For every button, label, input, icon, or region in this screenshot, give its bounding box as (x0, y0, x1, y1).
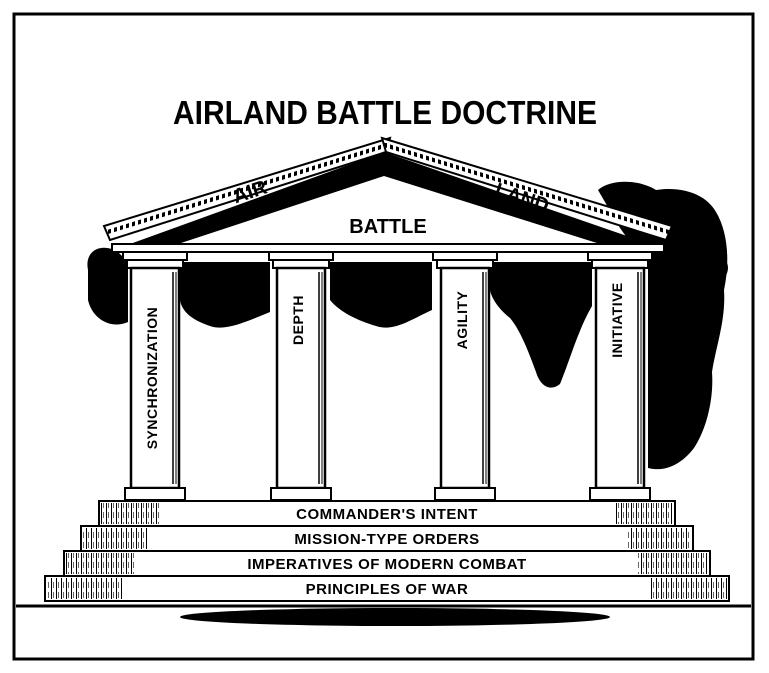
step-label-commander-s-intent: COMMANDER'S INTENT (296, 506, 478, 523)
column-synchronization: SYNCHRONIZATION (122, 251, 188, 501)
roof-pediment (102, 136, 674, 253)
step-mission-type-orders: MISSION-TYPE ORDERS (80, 525, 694, 552)
step-label-mission-type-orders: MISSION-TYPE ORDERS (294, 531, 479, 548)
column-label-depth: DEPTH (290, 295, 306, 345)
column-label-agility: AGILITY (454, 290, 470, 349)
column-agility: AGILITY (432, 251, 498, 501)
foundation-steps: COMMANDER'S INTENT MISSION-TYPE ORDERS IMP… (44, 500, 730, 602)
step-principles-of-war: PRINCIPLES OF WAR (44, 575, 730, 602)
column-label-initiative: INITIATIVE (609, 282, 625, 358)
step-imperatives-of-modern-combat: IMPERATIVES OF MODERN COMBAT (63, 550, 711, 577)
step-label-imperatives-of-modern-combat: IMPERATIVES OF MODERN COMBAT (247, 556, 526, 573)
diagram-title: AIRLAND BATTLE DOCTRINE (173, 94, 597, 131)
step-label-principles-of-war: PRINCIPLES OF WAR (306, 581, 469, 598)
column-depth: DEPTH (268, 251, 334, 501)
step-commander-s-intent: COMMANDER'S INTENT (98, 500, 676, 527)
column-label-synchronization: SYNCHRONIZATION (144, 307, 160, 450)
roof-label-battle: BATTLE (349, 216, 426, 238)
background-foliage (87, 181, 728, 470)
column-initiative: INITIATIVE (587, 251, 653, 501)
columns: SYNCHRONIZATION DEPTH AGILITY INITIATIVE (122, 251, 653, 501)
ground-shadow (180, 608, 610, 626)
